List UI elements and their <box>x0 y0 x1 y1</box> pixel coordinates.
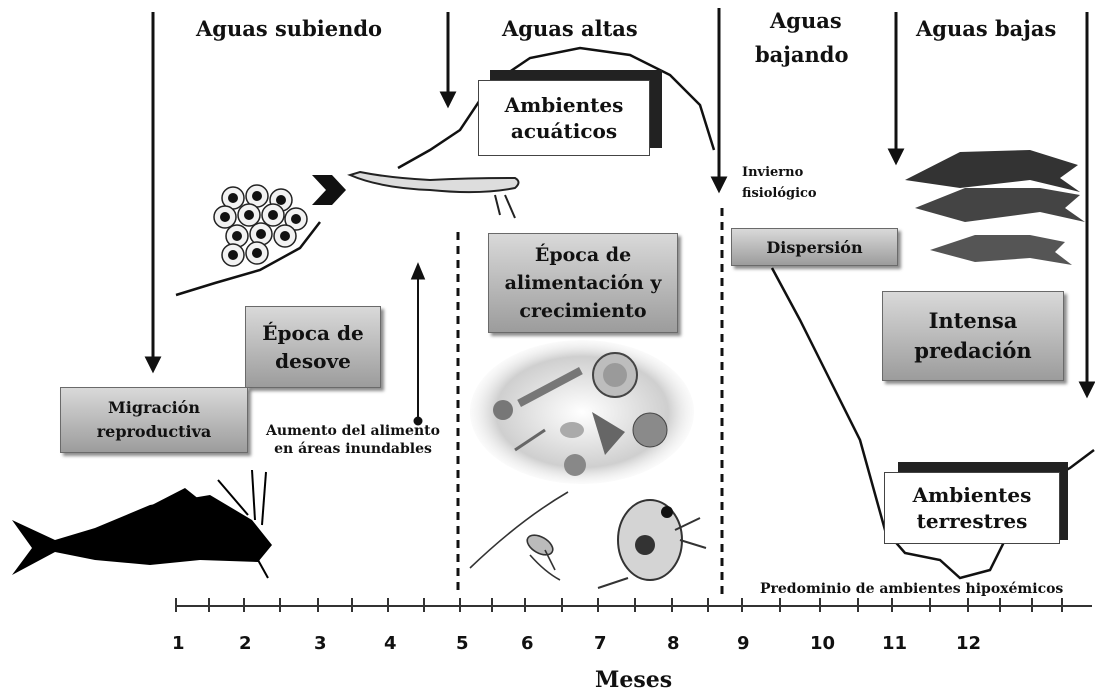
phase-rising: Aguas subiendo <box>196 16 383 41</box>
terrestrial-environments-box: Ambientes terrestres <box>884 472 1060 544</box>
food-increase-note: Aumento del alimento en áreas inundables <box>266 423 440 457</box>
tick-label: 7 <box>594 633 607 654</box>
tick-label: 11 <box>882 633 908 654</box>
tick-label: 5 <box>456 633 469 654</box>
tick-label: 6 <box>521 633 534 654</box>
tick-label: 2 <box>239 633 252 654</box>
physiological-winter-line2: fisiológico <box>742 186 817 201</box>
spawning-season-box: Época de desove <box>245 306 381 388</box>
axis-label: Meses <box>595 667 673 693</box>
intense-predation-box: Intensa predación <box>882 291 1064 381</box>
tick-label: 8 <box>667 633 680 654</box>
catfish-group-icon <box>905 150 1085 265</box>
daphnia-icon <box>597 499 707 589</box>
chevron-right-icon <box>312 175 346 205</box>
phase-high: Aguas altas <box>502 16 638 41</box>
copepod-icon <box>469 491 569 581</box>
catfish-silhouette-icon <box>12 469 272 579</box>
plankton-icon <box>470 340 694 484</box>
hypoxemic-note: Predominio de ambientes hipoxémicos <box>760 581 1064 597</box>
feeding-growth-box: Época de alimentación y crecimiento <box>488 233 678 333</box>
phase-falling-line2: bajando <box>755 42 849 67</box>
tick-label: 12 <box>956 633 982 654</box>
tick-label: 9 <box>737 633 750 654</box>
dispersion-box: Dispersión <box>731 228 898 266</box>
dashed-separators <box>456 208 724 600</box>
phase-low: Aguas bajas <box>916 16 1057 41</box>
reproductive-migration-box: Migración reproductiva <box>60 387 248 453</box>
tick-label: 3 <box>314 633 327 654</box>
tick-label: 1 <box>172 633 185 654</box>
aquatic-environments-box: Ambientes acuáticos <box>478 80 650 156</box>
tick-label: 10 <box>810 633 836 654</box>
tick-label: 4 <box>384 633 397 654</box>
fish-eggs-icon <box>213 184 308 267</box>
physiological-winter-line1: Invierno <box>742 165 804 180</box>
phase-falling-line1: Aguas <box>770 8 842 33</box>
phase-arrows <box>144 8 1095 426</box>
larva-icon <box>347 170 520 219</box>
